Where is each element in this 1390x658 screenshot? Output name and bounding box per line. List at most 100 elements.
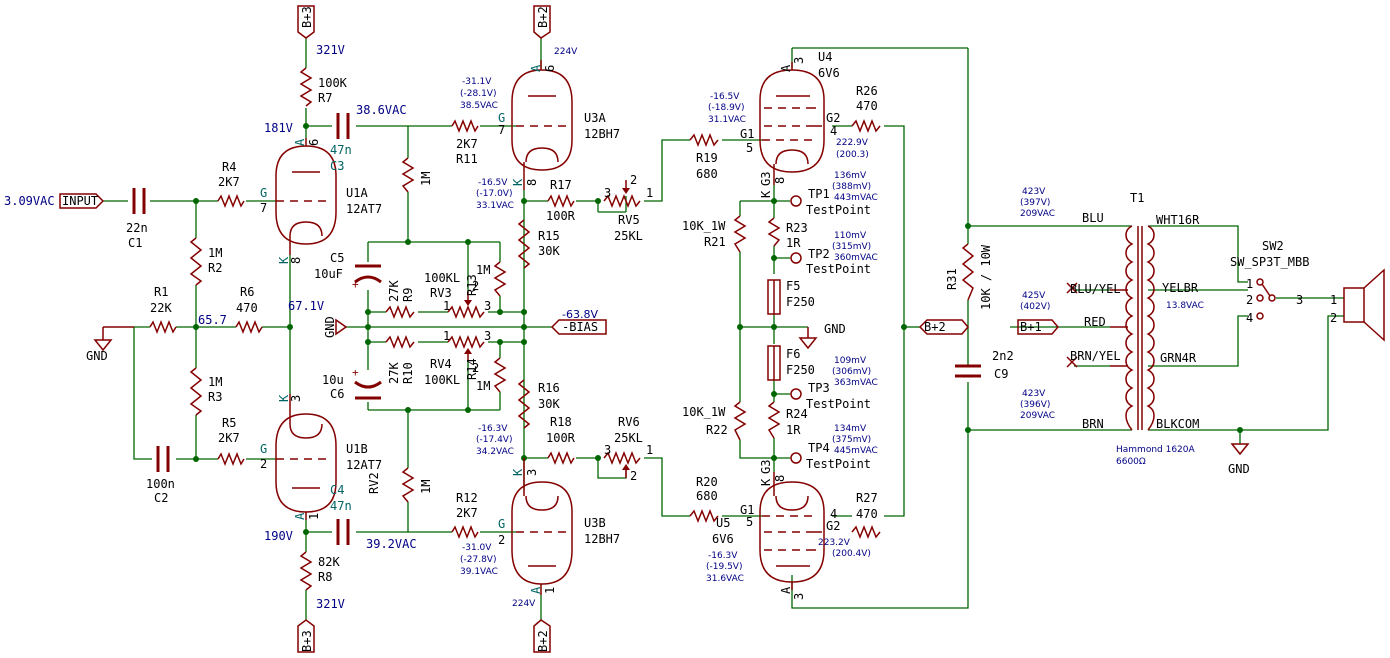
capacitor-c1: [132, 188, 146, 214]
net-label-input: INPUT: [62, 194, 98, 208]
pin-number: 2: [260, 457, 267, 471]
resistor-r31: [961, 243, 975, 301]
u3a-cath-vac: 33.1VAC: [476, 201, 514, 211]
capacitor-c6: +: [352, 366, 382, 400]
tp2-m3: 360mVAC: [834, 253, 878, 263]
pin-number: 1: [443, 299, 450, 313]
c4-vac: 39.2VAC: [366, 537, 417, 551]
r27-value: 470: [856, 507, 878, 521]
pin-number: 2: [630, 173, 637, 187]
r12-ref: R12: [456, 491, 478, 505]
tp4-m3: 445mVAC: [834, 446, 878, 456]
r8-ref: R8: [318, 570, 332, 584]
u3b-grid-vac: 39.1VAC: [460, 567, 498, 577]
tp1-m2: (388mV): [832, 182, 871, 192]
pin-number: 2: [1330, 311, 1337, 325]
sw2-ref: SW2: [1262, 239, 1284, 253]
t1-blk: BLKCOM: [1156, 417, 1199, 431]
c2-value: 100n: [146, 477, 175, 491]
r16-value: 30K: [538, 397, 560, 411]
pin-number: 8: [773, 475, 787, 482]
net-label-b2-top: B+2: [536, 6, 550, 28]
resistor-r3: [189, 367, 203, 416]
net-flag-b2-right: [918, 319, 969, 335]
rv5-ref: RV5: [618, 213, 640, 227]
net-label-b3-top: B+3: [300, 6, 314, 28]
resistor-r8: [299, 551, 313, 591]
wires: [103, 38, 1344, 620]
pin-label: A: [293, 512, 307, 520]
pin-number: 7: [260, 201, 267, 215]
net-flag-b2-bottom: [533, 619, 551, 653]
junction-dot: [521, 324, 527, 330]
tube-u1b: [275, 394, 337, 520]
u5-g1-v2: (-19.5V): [706, 562, 742, 572]
t1-blu-v2: (397V): [1020, 198, 1050, 208]
pin-number: 1: [1330, 293, 1337, 307]
c4-ref: C4: [330, 483, 344, 497]
u1a-ref: U1A: [346, 186, 368, 200]
junction-dot: [497, 339, 503, 345]
t1-name: Hammond 1620A: [1116, 445, 1196, 455]
r20-ref: R20: [696, 475, 718, 489]
junction-dot: [365, 339, 371, 345]
r7-value: 100K: [318, 76, 348, 90]
pin-label: K: [511, 468, 525, 476]
junction-dot: [771, 324, 777, 330]
junction-dot: [465, 407, 471, 413]
junction-dot: [365, 309, 371, 315]
r14-ref: R14: [465, 358, 479, 380]
u4-g1-v2: (-18.9V): [708, 103, 744, 113]
u1a-value: 12AT7: [346, 202, 382, 216]
tp4-value: TestPoint: [806, 457, 871, 471]
r26-value: 470: [856, 99, 878, 113]
f6-ref: F6: [786, 347, 800, 361]
pin-number: 5: [746, 515, 753, 529]
speaker: [1343, 268, 1385, 342]
u4-g2-v1: 222.9V: [836, 138, 869, 148]
t1-ct-v2: (402V): [1020, 302, 1050, 312]
r19-ref: R19: [696, 151, 718, 165]
t1-brnyel: BRN/YEL: [1070, 349, 1121, 363]
pin-label: G1: [740, 503, 754, 517]
resistor-r27: [851, 524, 881, 540]
resistor-r10: [385, 334, 415, 350]
r4-ref: R4: [222, 160, 236, 174]
pin-label: A: [779, 64, 793, 72]
r27-ref: R27: [856, 491, 878, 505]
tp3-m1: 109mV: [834, 356, 867, 366]
net-flag-bias: [550, 319, 607, 335]
net-label-b1: B+1: [1020, 320, 1042, 334]
u3a-grid-v1: -31.1V: [462, 77, 492, 87]
gnd-symbol: [798, 327, 818, 350]
pin-number: 3: [289, 395, 303, 402]
r19-value: 680: [696, 167, 718, 181]
pin-label: K: [277, 256, 291, 264]
pin-label: G1: [740, 127, 754, 141]
pin-number: 6: [307, 139, 321, 146]
pin-number: 1: [646, 443, 653, 457]
resistor-r23: [767, 217, 781, 247]
pot-rv4: [447, 334, 485, 350]
bias-voltage: -63.8V: [562, 308, 598, 321]
pin-number: 3: [484, 299, 491, 313]
t1-brn-v1: 423V: [1022, 389, 1046, 399]
svg-text:+: +: [352, 278, 359, 291]
pin-label: G: [260, 442, 267, 456]
u4-g1-vac: 31.1VAC: [708, 115, 746, 125]
u4-value: 6V6: [818, 66, 840, 80]
resistor-r22: [733, 401, 747, 441]
resistor-r9: [385, 304, 415, 320]
tp3-m2: (306mV): [832, 367, 871, 377]
net-label-b2-right: B+2: [924, 320, 946, 334]
junction-dot: [405, 407, 411, 413]
r15-ref: R15: [538, 229, 560, 243]
pin-number: 1: [443, 329, 450, 343]
u3a-value: 12BH7: [584, 127, 620, 141]
r21-value: 10K_1W: [682, 219, 726, 233]
u1b-plate-v: 190V: [264, 529, 293, 543]
r23-value: 1R: [786, 236, 801, 250]
pin-label: G3: [759, 172, 773, 186]
r6-value: 470: [236, 301, 258, 315]
junction-dot: [287, 324, 293, 330]
